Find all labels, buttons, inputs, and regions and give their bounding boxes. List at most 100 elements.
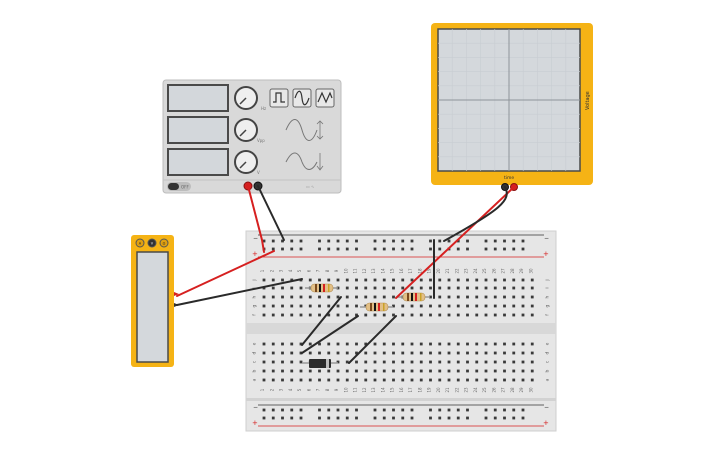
breadboard-hole[interactable] — [503, 342, 506, 346]
multimeter-mode-voltmeter[interactable] — [147, 238, 157, 248]
breadboard-hole[interactable] — [521, 342, 525, 346]
breadboard-hole[interactable] — [290, 369, 294, 373]
breadboard-hole[interactable] — [484, 313, 488, 317]
breadboard-hole[interactable] — [410, 416, 414, 420]
breadboard-hole[interactable] — [355, 313, 358, 317]
breadboard-hole[interactable] — [290, 360, 294, 364]
breadboard-hole[interactable] — [447, 278, 451, 282]
breadboard-hole[interactable] — [521, 304, 525, 308]
breadboard-hole[interactable] — [493, 408, 497, 412]
breadboard-hole[interactable] — [493, 369, 497, 373]
breadboard-hole[interactable] — [364, 351, 368, 355]
breadboard-hole[interactable] — [466, 360, 469, 364]
breadboard-hole[interactable] — [512, 239, 516, 243]
wire-multimeter-negative[interactable] — [176, 278, 303, 306]
breadboard-hole[interactable] — [401, 369, 405, 373]
breadboard-hole[interactable] — [530, 295, 534, 299]
breadboard-hole[interactable] — [364, 286, 368, 290]
breadboard-hole[interactable] — [410, 408, 414, 412]
breadboard-hole[interactable] — [271, 313, 275, 317]
breadboard-hole[interactable] — [318, 278, 321, 282]
breadboard-hole[interactable] — [281, 295, 284, 299]
breadboard-hole[interactable] — [512, 295, 516, 299]
breadboard-hole[interactable] — [290, 313, 294, 317]
breadboard-hole[interactable] — [336, 247, 340, 251]
breadboard-hole[interactable] — [290, 278, 294, 282]
breadboard-hole[interactable] — [438, 278, 442, 282]
breadboard-hole[interactable] — [299, 378, 303, 382]
breadboard-hole[interactable] — [401, 278, 405, 282]
breadboard-hole[interactable] — [484, 360, 488, 364]
breadboard-hole[interactable] — [484, 239, 488, 243]
breadboard-hole[interactable] — [336, 416, 340, 420]
breadboard-hole[interactable] — [410, 369, 414, 373]
breadboard-hole[interactable] — [281, 360, 284, 364]
breadboard-hole[interactable] — [299, 342, 303, 346]
breadboard-hole[interactable] — [493, 342, 497, 346]
breadboard-hole[interactable] — [456, 360, 460, 364]
breadboard-hole[interactable] — [419, 342, 423, 346]
breadboard-hole[interactable] — [466, 295, 469, 299]
breadboard-hole[interactable] — [466, 313, 469, 317]
breadboard-hole[interactable] — [503, 239, 506, 243]
breadboard-hole[interactable] — [336, 342, 340, 346]
diode[interactable] — [302, 359, 338, 368]
multimeter-mode-ohmmeter[interactable] — [159, 238, 169, 248]
breadboard-hole[interactable] — [475, 360, 479, 364]
breadboard-hole[interactable] — [281, 313, 284, 317]
breadboard-hole[interactable] — [281, 351, 284, 355]
breadboard-hole[interactable] — [521, 278, 525, 282]
breadboard-hole[interactable] — [318, 342, 321, 346]
breadboard-hole[interactable] — [373, 247, 377, 251]
breadboard-hole[interactable] — [493, 239, 497, 243]
breadboard-hole[interactable] — [503, 360, 506, 364]
breadboard-hole[interactable] — [373, 313, 377, 317]
breadboard-hole[interactable] — [308, 313, 312, 317]
breadboard-hole[interactable] — [373, 416, 377, 420]
breadboard-hole[interactable] — [456, 342, 460, 346]
breadboard-hole[interactable] — [512, 351, 516, 355]
breadboard-hole[interactable] — [364, 313, 368, 317]
breadboard-hole[interactable] — [438, 342, 442, 346]
breadboard-hole[interactable] — [401, 286, 405, 290]
breadboard-hole[interactable] — [475, 313, 479, 317]
breadboard-hole[interactable] — [392, 342, 395, 346]
breadboard-hole[interactable] — [419, 304, 423, 308]
breadboard-hole[interactable] — [475, 369, 479, 373]
breadboard-hole[interactable] — [493, 351, 497, 355]
breadboard-hole[interactable] — [419, 360, 423, 364]
breadboard-hole[interactable] — [318, 378, 321, 382]
multimeter-mode-ammeter[interactable] — [135, 238, 145, 248]
breadboard-hole[interactable] — [429, 369, 432, 373]
breadboard-hole[interactable] — [262, 239, 266, 243]
breadboard-hole[interactable] — [493, 278, 497, 282]
breadboard-hole[interactable] — [530, 304, 534, 308]
breadboard-hole[interactable] — [364, 295, 368, 299]
breadboard-hole[interactable] — [456, 239, 460, 243]
breadboard-hole[interactable] — [512, 342, 516, 346]
breadboard-hole[interactable] — [493, 416, 497, 420]
breadboard-hole[interactable] — [373, 239, 377, 243]
breadboard-hole[interactable] — [419, 278, 423, 282]
breadboard-hole[interactable] — [466, 304, 469, 308]
breadboard-hole[interactable] — [318, 295, 321, 299]
breadboard-hole[interactable] — [262, 408, 266, 412]
breadboard-hole[interactable] — [392, 286, 395, 290]
breadboard-hole[interactable] — [475, 342, 479, 346]
breadboard-hole[interactable] — [327, 247, 331, 251]
breadboard-hole[interactable] — [401, 247, 405, 251]
breadboard-hole[interactable] — [493, 286, 497, 290]
breadboard-hole[interactable] — [429, 408, 432, 412]
breadboard-hole[interactable] — [281, 247, 284, 251]
breadboard-hole[interactable] — [355, 239, 358, 243]
breadboard-hole[interactable] — [271, 408, 275, 412]
breadboard-hole[interactable] — [503, 247, 506, 251]
breadboard-hole[interactable] — [530, 313, 534, 317]
square-wave-button[interactable] — [269, 88, 289, 108]
breadboard-hole[interactable] — [392, 304, 395, 308]
function-generator[interactable]: Hz Vpp V OFF ▭ ∿ — [162, 79, 342, 194]
breadboard-hole[interactable] — [262, 304, 266, 308]
breadboard-hole[interactable] — [299, 416, 303, 420]
breadboard-hole[interactable] — [410, 286, 414, 290]
